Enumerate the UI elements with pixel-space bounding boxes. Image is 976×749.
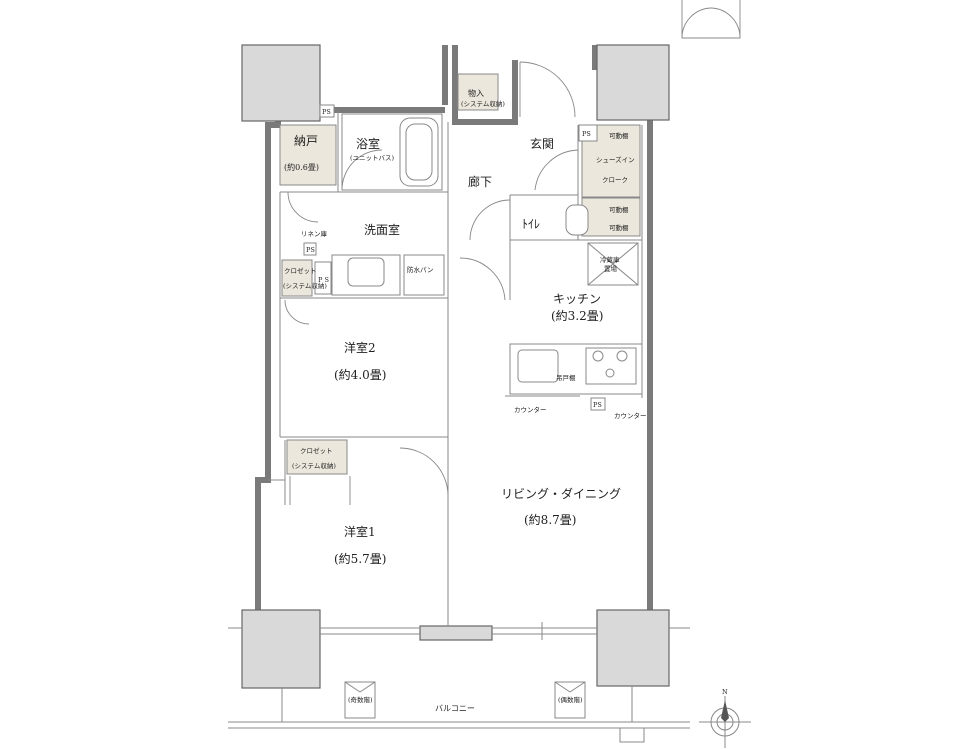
movable-shelf-2: 可動棚 — [609, 205, 629, 214]
small-closet-label-2: (システム収納) — [283, 281, 327, 290]
hall-storage-name: 物入 — [468, 88, 484, 98]
counter-label-2: カウンター — [614, 411, 647, 420]
waterproof-pan-label: 防水パン — [407, 265, 433, 274]
hanging-shelf-label: 吊戸棚 — [556, 373, 576, 382]
column-bottom-middle — [419, 625, 493, 641]
kitchen-sink — [517, 349, 559, 383]
bathroom-name: 浴室 — [356, 136, 380, 151]
living-name: リビング・ダイニング — [501, 486, 621, 501]
bathtub-inner — [405, 123, 433, 181]
bathroom-sub: (ユニットバス) — [350, 154, 395, 162]
column-top-left — [241, 44, 321, 122]
linen-label: リネン庫 — [301, 229, 328, 238]
ps-label-top: PS — [322, 108, 331, 116]
small-closet-label-1: クロゼット — [284, 266, 317, 275]
evacuation-hatch-odd — [344, 681, 376, 719]
evacuation-even-label: (偶数階) — [558, 695, 583, 704]
washbasin — [347, 257, 385, 287]
western1-name: 洋室1 — [344, 524, 376, 539]
western2-name: 洋室2 — [344, 340, 376, 355]
shoes-in-label-1: シューズイン — [596, 155, 635, 164]
fridge-label-2: 置場 — [604, 264, 618, 273]
washroom-name: 洗面室 — [364, 222, 400, 237]
ps-box-kitchen — [590, 397, 606, 411]
corridor-name: 廊下 — [468, 174, 492, 189]
ps-box-washroom — [314, 261, 332, 295]
storage-closet-area: (約0.6畳) — [284, 162, 319, 172]
toilet-name: ﾄｲﾚ — [522, 217, 540, 231]
outer-walls — [255, 45, 653, 615]
western1-closet-label-1: クロゼット — [300, 446, 333, 455]
western1-closet-label-2: (システム収納) — [292, 461, 336, 470]
laundry-pan — [403, 254, 445, 296]
balcony-area — [228, 681, 690, 743]
ps-label-entrance: PS — [582, 130, 591, 138]
hall-storage-sub: (システム収納) — [461, 99, 505, 108]
column-bottom-left — [241, 609, 321, 689]
storage-closet-room — [279, 124, 337, 186]
shoes-in-label-2: クローク — [602, 176, 628, 184]
ps-label-washroom: P S — [318, 276, 329, 284]
toilet-bowl — [565, 204, 589, 236]
movable-shelf-1: 可動棚 — [609, 131, 629, 140]
north-label: N — [722, 688, 728, 696]
column-bottom-right — [596, 609, 670, 687]
fridge-label-1: 冷蔵庫 — [600, 255, 620, 264]
movable-shelf-3: 可動棚 — [609, 223, 629, 232]
ps-box-linen — [303, 242, 317, 256]
north-compass — [699, 696, 751, 748]
evacuation-hatch-even — [554, 681, 586, 719]
living-area: (約8.7畳) — [524, 512, 576, 527]
kitchen-name: キッチン — [553, 292, 601, 306]
ps-box-top — [319, 104, 335, 118]
entrance-name: 玄関 — [530, 136, 554, 151]
western1-area: (約5.7畳) — [334, 551, 386, 566]
evacuation-odd-label: (奇数階) — [348, 695, 373, 704]
window-sashes — [228, 622, 690, 640]
ps-label-linen: PS — [306, 246, 315, 254]
hall-storage-room — [457, 73, 499, 111]
kitchen-area: (約3.2畳) — [551, 308, 603, 323]
door-swings — [284, 61, 579, 505]
movable-shelf-room — [581, 197, 641, 237]
column-top-right — [596, 44, 670, 121]
storage-closet-name: 納戸 — [294, 134, 318, 148]
counter-label-1: カウンター — [514, 405, 547, 414]
western2-area: (約4.0畳) — [334, 367, 386, 382]
exterior-door-swing — [681, 0, 741, 39]
small-closet-room — [281, 259, 313, 297]
ps-box-entrance — [578, 124, 598, 142]
interior-walls — [268, 110, 643, 626]
balcony-name: バルコニー — [435, 704, 475, 713]
ps-label-kitchen: PS — [593, 401, 602, 409]
western1-closet-room — [286, 439, 348, 475]
